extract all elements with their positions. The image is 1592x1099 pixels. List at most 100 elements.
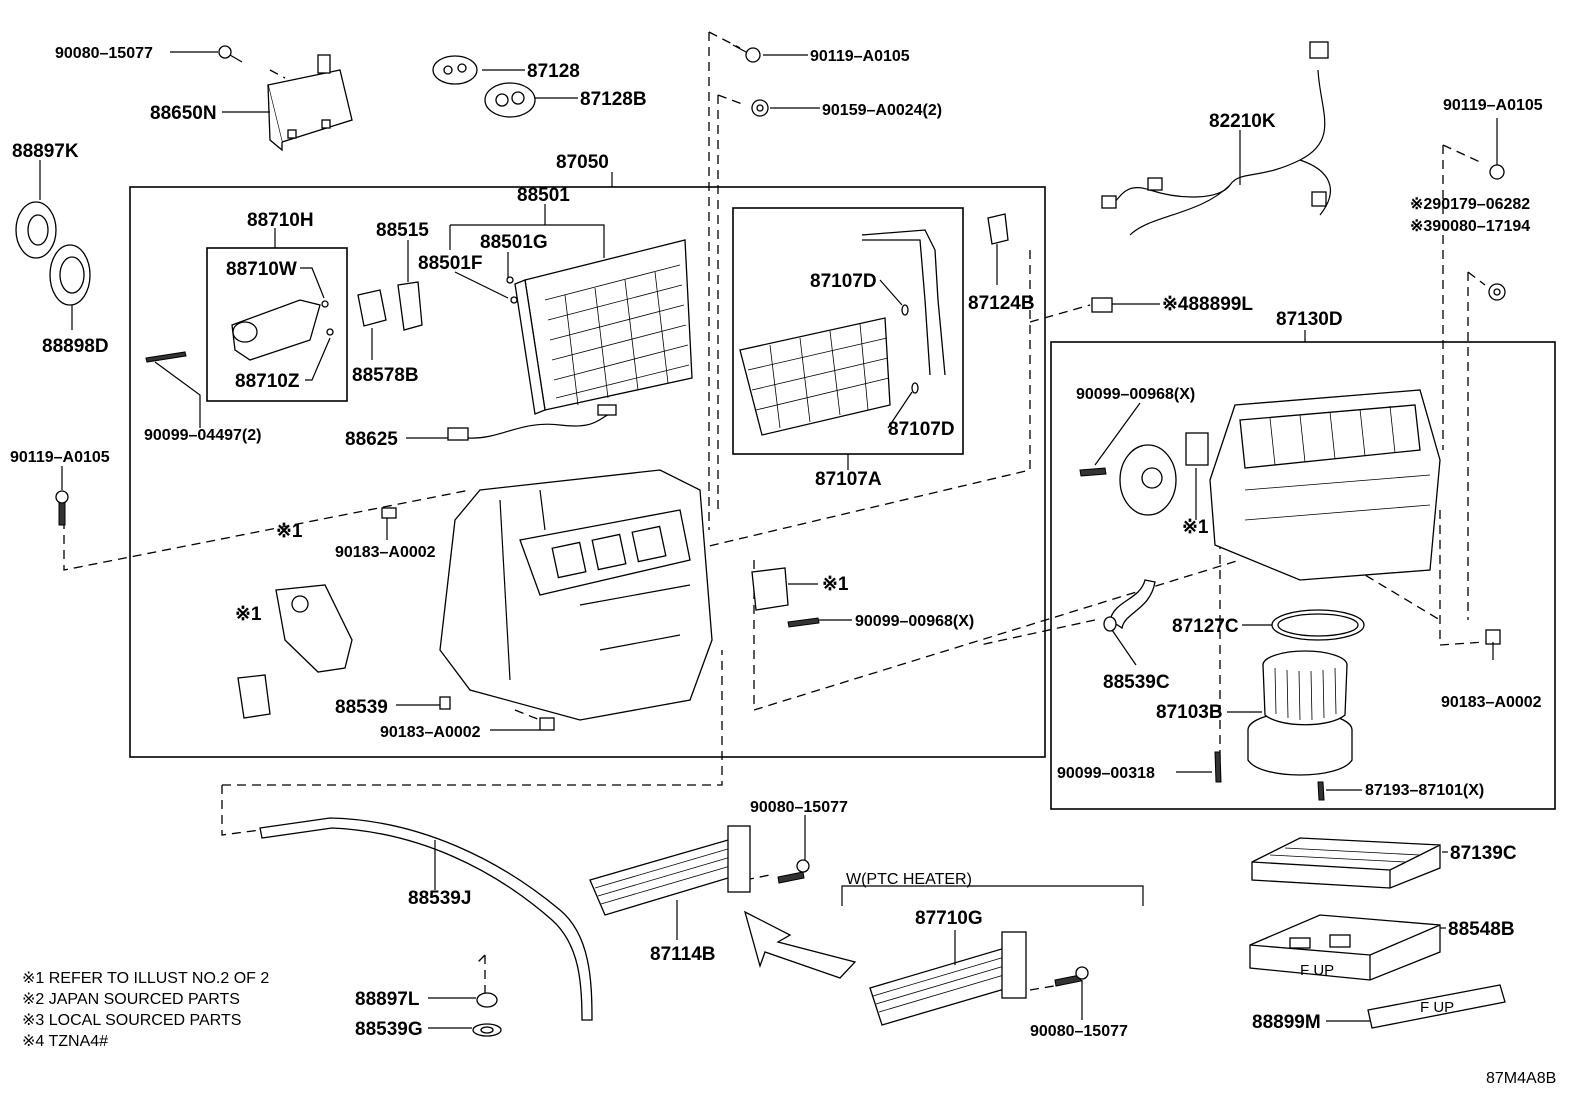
filter-case-marking: F UP [1300, 962, 1334, 979]
ptc-heater-87710G[interactable] [869, 931, 1027, 1026]
bolt-icon [1489, 164, 1505, 180]
clamp-87124B[interactable] [987, 213, 1009, 245]
gasket-87128[interactable] [432, 55, 478, 85]
grommet-88897L[interactable] [476, 992, 498, 1008]
ptc-heater-87114B[interactable] [589, 825, 751, 916]
seal-88897K[interactable] [15, 201, 57, 259]
label-88897L: 88897L [355, 989, 420, 1010]
clip-icon [381, 507, 1501, 731]
label-88899M: 88899M [1252, 1012, 1321, 1033]
label-90159-A0024: 90159–A0024(2) [822, 102, 942, 119]
label-88539G: 88539G [355, 1019, 423, 1040]
filter-case-88548B[interactable]: F UP [1249, 914, 1441, 981]
label-90183-A0002-upper: 90183–A0002 [335, 544, 436, 561]
servo-motor[interactable] [751, 567, 789, 611]
label-88899L: ※488899L [1162, 294, 1253, 315]
filter-cover-marking: F UP [1420, 999, 1454, 1016]
evaporator-88501[interactable] [506, 239, 693, 415]
mode-damper-actuator[interactable] [275, 584, 353, 673]
label-star1-center: ※1 [822, 574, 849, 595]
subassembly-box-88710H [206, 247, 348, 402]
leader-lines [39, 51, 1498, 1029]
label-87128: 87128 [527, 61, 580, 82]
label-87139C: 87139C [1450, 843, 1517, 864]
label-88501: 88501 [517, 185, 570, 206]
label-90183-A0002-lower: 90183–A0002 [380, 724, 481, 741]
label-90099-00968-right: 90099–00968(X) [1076, 386, 1195, 403]
label-90080-17194: ※390080–17194 [1410, 218, 1530, 235]
label-88625: 88625 [345, 429, 398, 450]
label-90179-06282: ※290179–06282 [1410, 196, 1530, 213]
label-88898D: 88898D [42, 336, 109, 357]
label-88548B: 88548B [1448, 919, 1515, 940]
label-87107D-lower: 87107D [888, 419, 955, 440]
blower-unit-87130D[interactable] [1209, 389, 1441, 581]
label-82210K: 82210K [1209, 111, 1276, 132]
label-87107A: 87107A [815, 469, 882, 490]
label-88650N: 88650N [150, 103, 217, 124]
label-87107D-upper: 87107D [810, 271, 877, 292]
label-88710H: 88710H [247, 210, 314, 231]
blower-motor-controller[interactable] [1119, 444, 1177, 516]
gasket-87128B[interactable] [484, 82, 536, 118]
label-88578B: 88578B [352, 365, 419, 386]
servo-motor[interactable] [237, 674, 271, 719]
nut-icon [751, 99, 769, 117]
ptc-heater-group-label: W(PTC HEATER) [846, 871, 972, 888]
ptc-heater-bracket [841, 885, 1144, 906]
thermistor-88625[interactable] [447, 404, 617, 441]
resistor-icon [1185, 432, 1209, 466]
screw-icon [1054, 966, 1089, 987]
diagram-code: 87M4A8B [1486, 1070, 1556, 1087]
label-87710G: 87710G [915, 908, 983, 929]
label-90119-A0105-left: 90119–A0105 [10, 449, 110, 466]
drain-pipe-88539J[interactable] [259, 817, 593, 1021]
label-87050: 87050 [556, 152, 609, 173]
screw-icon [777, 859, 810, 884]
label-87114B: 87114B [650, 944, 716, 965]
label-87103B: 87103B [1156, 702, 1223, 723]
actuator-88710W[interactable] [231, 299, 334, 361]
bracket-88578B[interactable] [357, 289, 387, 327]
drain-hose-88539C[interactable] [1103, 579, 1156, 632]
footnote-3: ※3 LOCAL SOURCED PARTS [22, 1012, 241, 1029]
screw-icon [145, 351, 187, 363]
o-ring-87127C[interactable] [1271, 609, 1365, 641]
label-star1-servo: ※1 [235, 604, 262, 625]
filter-cover-88899M[interactable]: F UP [1367, 984, 1506, 1029]
footnote-4: ※4 TZNA4# [22, 1033, 108, 1050]
label-star1-mode: ※1 [276, 521, 303, 542]
heater-core-87107A[interactable] [739, 229, 946, 436]
direction-arrow-icon [743, 910, 857, 979]
bolt-icon [55, 490, 69, 526]
screw-icon [787, 617, 820, 628]
cabin-air-filter-87139C[interactable] [1251, 837, 1441, 889]
label-88539C: 88539C [1103, 672, 1170, 693]
label-90099-00318: 90099–00318 [1057, 765, 1155, 782]
label-87127C: 87127C [1172, 616, 1239, 637]
grommet-88539G[interactable] [472, 1023, 502, 1037]
dashed-guides [63, 31, 1486, 1000]
ac-amplifier-88650N[interactable] [267, 54, 353, 152]
label-88539: 88539 [335, 697, 388, 718]
label-star1-blower: ※1 [1182, 517, 1209, 538]
label-90099-04497: 90099–04497(2) [144, 427, 261, 444]
seal-88898D[interactable] [49, 244, 91, 306]
label-90119-A0105: 90119–A0105 [810, 48, 910, 65]
footnote-1: ※1 REFER TO ILLUST NO.2 OF 2 [22, 970, 269, 987]
label-90099-00968-center: 90099–00968(X) [855, 613, 974, 630]
label-87193-87101: 87193–87101(X) [1365, 782, 1484, 799]
screw-icon [218, 45, 243, 63]
label-87130D: 87130D [1276, 309, 1343, 330]
label-90080-15077-bottom: 90080–15077 [1030, 1023, 1128, 1040]
footnote-2: ※2 JAPAN SOURCED PARTS [22, 991, 240, 1008]
label-90080-15077-mid: 90080–15077 [750, 799, 848, 816]
air-conditioning-unit-87050[interactable] [439, 469, 713, 721]
wire-harness-82210K[interactable] [1101, 41, 1331, 236]
sensor-88515[interactable] [397, 281, 423, 331]
blower-motor-87103B[interactable] [1247, 650, 1353, 776]
connector-88899L[interactable] [1091, 297, 1113, 313]
label-88515: 88515 [376, 220, 429, 241]
label-87128B: 87128B [580, 89, 647, 110]
